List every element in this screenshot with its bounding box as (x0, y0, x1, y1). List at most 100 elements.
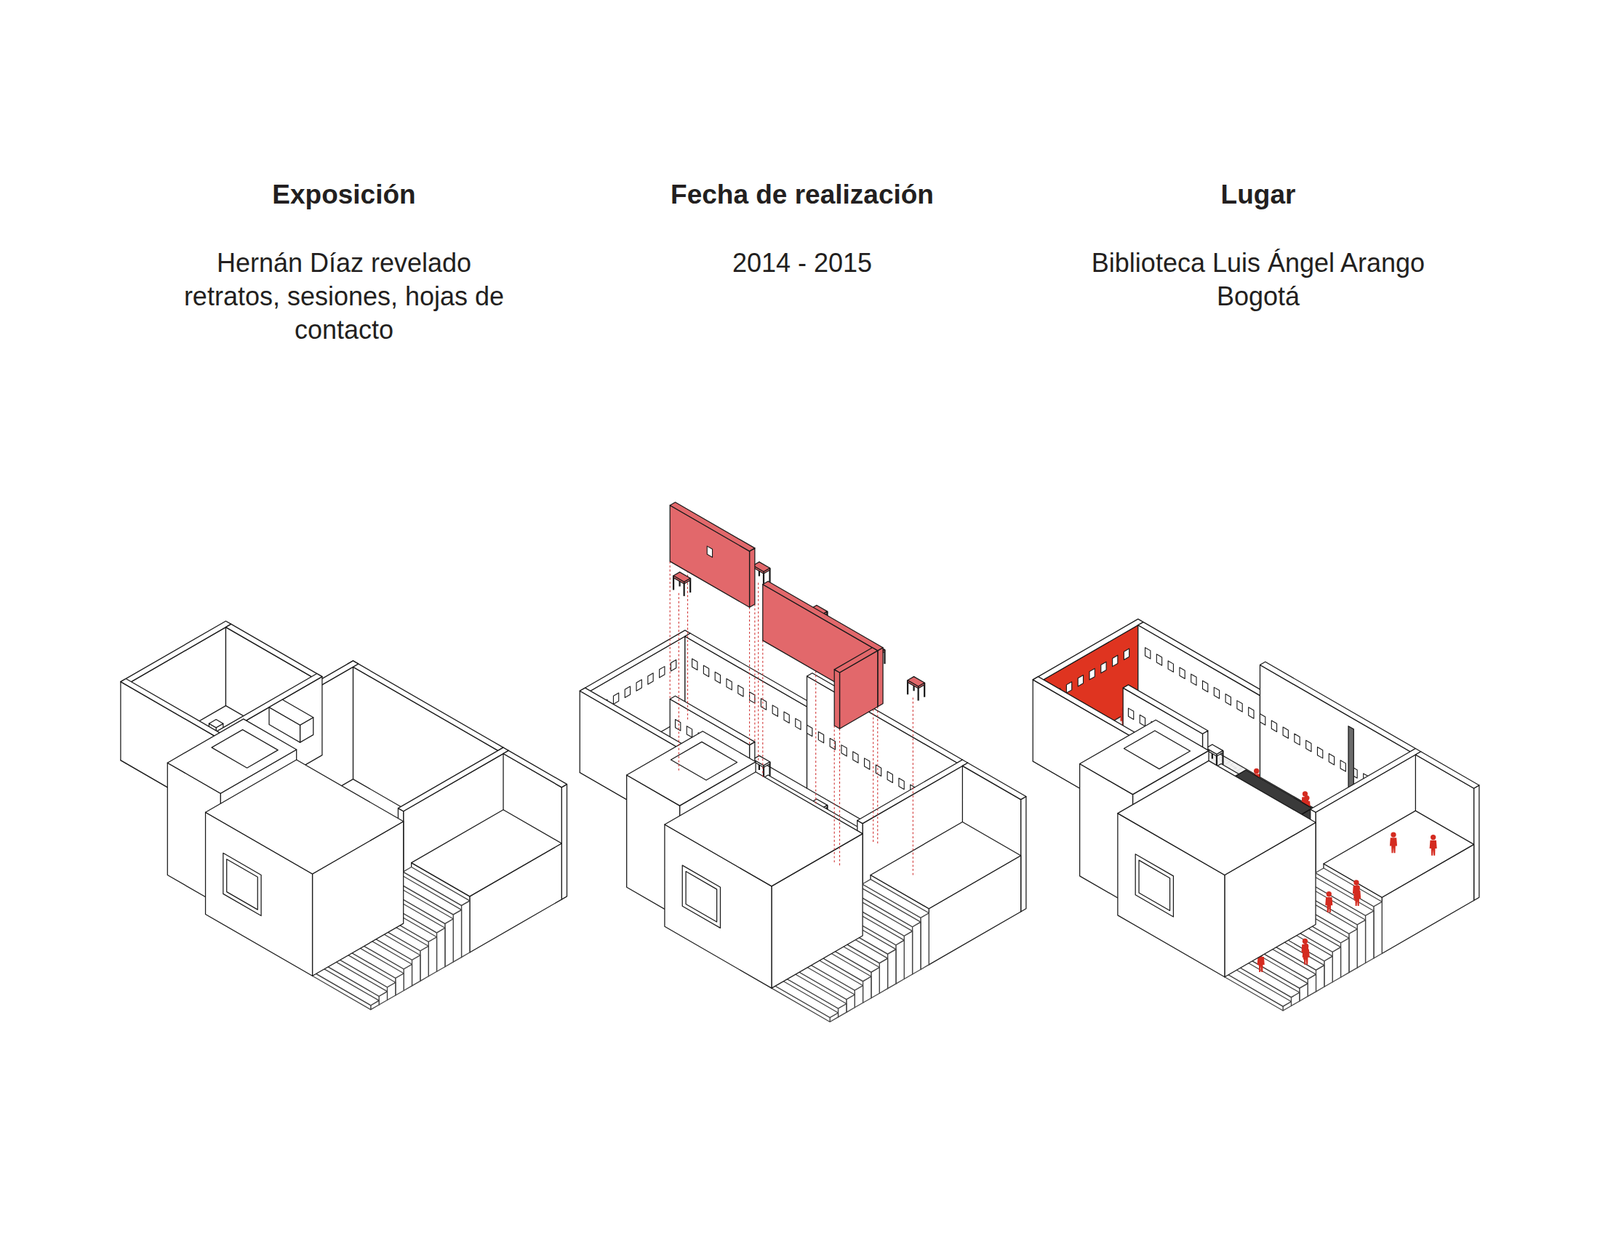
window-inset (685, 872, 718, 923)
window (682, 865, 720, 928)
person-head (1304, 795, 1310, 801)
picture-frame (1225, 693, 1231, 705)
picture-frame (898, 778, 904, 790)
light-well (1123, 730, 1190, 770)
picture-frame (818, 731, 824, 743)
wall-top (120, 621, 232, 686)
picture-frame (1328, 754, 1334, 766)
picture-frame (864, 758, 870, 770)
picture-frame (784, 712, 790, 723)
field-value: Hernán Díaz revelado retratos, sesiones,… (173, 246, 515, 347)
person-head (1354, 885, 1360, 891)
picture-frame (692, 658, 698, 670)
label-block: Lugar (1083, 178, 1433, 212)
stair-step (904, 931, 912, 980)
stair-step (1349, 929, 1358, 974)
wall-top (225, 624, 322, 680)
window-inset (1138, 860, 1171, 911)
person-head (1353, 880, 1359, 886)
picture-frame (795, 718, 801, 730)
wall (503, 750, 567, 787)
building-axonometric (579, 502, 1027, 1023)
picture-frame (1202, 680, 1208, 692)
wall-top (1032, 618, 1144, 683)
picture-frame (1340, 760, 1346, 772)
exploded-wall (840, 650, 878, 729)
stair-step (1365, 911, 1374, 964)
exploded-wall (749, 548, 755, 608)
person-figure (1302, 949, 1310, 966)
picture-frame (807, 725, 813, 736)
light-well (211, 730, 278, 769)
picture-frame (1168, 661, 1174, 672)
wall (962, 762, 1026, 800)
projection-line (834, 725, 835, 864)
picture-frame (772, 705, 778, 717)
wall (857, 760, 968, 824)
stair-step (1357, 920, 1366, 968)
picture-frame (1248, 707, 1254, 719)
picture-frame (1294, 733, 1300, 745)
wall (561, 784, 567, 900)
picture-frame (853, 752, 859, 763)
column-heading: Lugar (1083, 178, 1433, 212)
picture-frame (841, 745, 847, 757)
person-head (1303, 944, 1309, 950)
wall (1415, 752, 1479, 789)
person-figure (1325, 897, 1333, 913)
stair-step (453, 909, 462, 963)
projection-line (749, 607, 750, 745)
stair-step (420, 946, 429, 982)
window (1135, 854, 1174, 918)
picture-frame (624, 686, 630, 698)
building-axonometric (1032, 618, 1480, 1011)
picture-frame (760, 698, 766, 710)
picture-frame (1156, 654, 1162, 666)
projection-line (757, 583, 759, 763)
window-inset (226, 859, 259, 910)
stair-step (1324, 956, 1333, 987)
stair-step (912, 922, 921, 975)
picture-frame (659, 666, 665, 678)
picture-frame (648, 673, 654, 685)
projection-line (669, 561, 671, 699)
label-block: 2014 - 2015 (631, 246, 974, 280)
exploded-wall (834, 648, 878, 673)
projection-line (678, 593, 680, 774)
picture-frame (1089, 668, 1095, 680)
exploded-wall (669, 502, 755, 552)
picture-frame (1128, 708, 1134, 720)
building-axonometric (120, 621, 568, 1010)
projection-line (839, 728, 840, 867)
wall-top (1260, 661, 1416, 752)
label-block: Hernán Díaz revelado retratos, sesiones,… (173, 246, 515, 347)
picture-frame (714, 672, 720, 683)
stair-step (896, 940, 904, 984)
label-block: Exposición (169, 178, 519, 212)
picture-frame (1145, 648, 1151, 659)
picture-frame (875, 765, 881, 776)
bridge (269, 699, 314, 726)
light-well (670, 741, 737, 781)
person-head (1326, 891, 1332, 897)
window (223, 853, 262, 916)
person-figure (1389, 837, 1398, 854)
stair-step (1332, 947, 1341, 983)
front-block (1117, 760, 1316, 875)
person-head (1253, 768, 1259, 774)
picture-frame (636, 680, 642, 691)
stair-step (879, 958, 888, 994)
field-value: 2014 - 2015 (631, 246, 974, 280)
person-figure (1257, 957, 1265, 973)
picture-frame (1191, 674, 1197, 686)
stair-step (428, 937, 437, 977)
field-value: Biblioteca Luis Ángel Arango Bogotá (1080, 246, 1437, 314)
table-top (673, 572, 691, 582)
wall (1310, 749, 1422, 814)
projection-line (912, 697, 914, 878)
table-top (752, 562, 770, 572)
exploded-wall (669, 505, 750, 608)
picture-frame (738, 685, 744, 697)
stair-step (436, 928, 445, 972)
